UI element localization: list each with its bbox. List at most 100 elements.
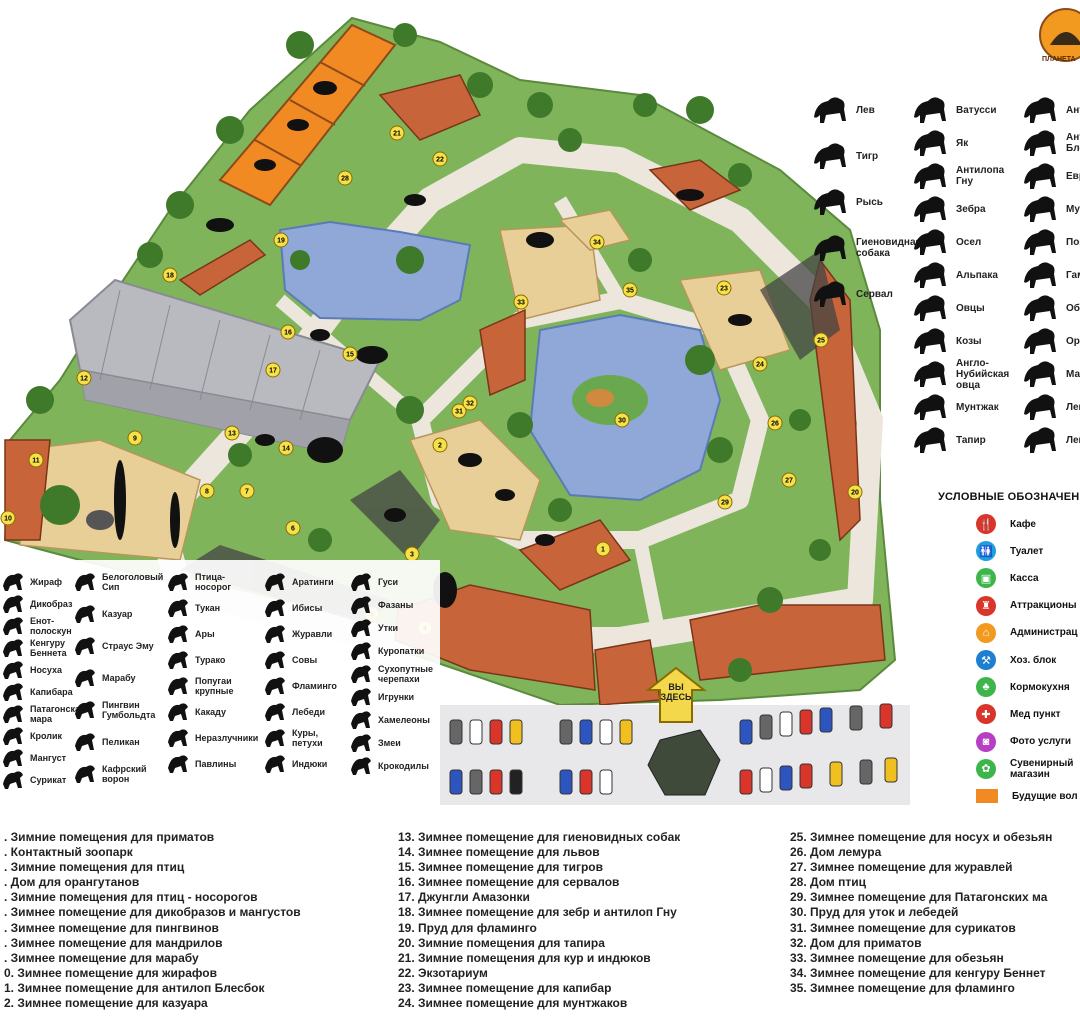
- enclosure-number-text: 25: [817, 338, 825, 345]
- symbol-legend-item: 🚻Туалет: [976, 537, 1080, 565]
- enclosure-list-item: 2. Зимнее помещение для казуара: [4, 996, 208, 1011]
- animal-legend-item: Пони: [1020, 220, 1080, 264]
- owl-icon: [262, 646, 292, 674]
- animal-legend-item: Альпака: [910, 253, 1012, 297]
- symbol-label: Хоз. блок: [1010, 654, 1057, 666]
- animal-legend-label: Пони: [1066, 236, 1080, 248]
- enclosure-number-text: 34: [593, 240, 601, 247]
- enclosure-list-item: 28. Дом птиц: [790, 875, 866, 890]
- legend-item-label: Лебеди: [292, 707, 326, 717]
- legend-item: Пингвин Гумбольдта: [72, 696, 160, 724]
- animal-legend-item: Лему: [1020, 385, 1080, 429]
- legend-item: Марабу: [72, 664, 160, 692]
- enclosure-number-badge: [614, 412, 630, 428]
- kangaroo-area: [558, 209, 632, 251]
- enclosure-number-text: 2: [438, 443, 442, 450]
- enclosure-list-col-1: . Зимние помещения для приматов. Контакт…: [4, 830, 301, 1011]
- rhino-bird-icon: [165, 568, 195, 596]
- legend-item-label: Кенгуру Беннета: [30, 638, 67, 658]
- capybara-icon: [0, 678, 30, 706]
- legend-item: Совы: [262, 646, 350, 674]
- legend-item: Фламинго: [262, 672, 350, 700]
- enclosure-list-item: 30. Пруд для уток и лебедей: [790, 905, 959, 920]
- legend-item-label: Ары: [195, 629, 215, 639]
- symbol-icon: ✿: [976, 758, 996, 779]
- symbol-legend-item: ◙Фото услуги: [976, 728, 1080, 756]
- symbol-legend-item: ♣Кормокухня: [976, 673, 1080, 701]
- alpaca-icon: [910, 256, 956, 295]
- legend-item: Тукан: [165, 594, 253, 622]
- meerkat-icon: [0, 766, 30, 794]
- enclosure-number-text: 10: [4, 516, 12, 523]
- legend-item-label: Пингвин Гумбольдта: [102, 700, 156, 720]
- marmoset-icon: [348, 683, 378, 711]
- animal-legend-label: Альпака: [956, 269, 998, 281]
- enclosure-number-text: 20: [851, 490, 859, 497]
- legend-item-label: Павлины: [195, 759, 237, 769]
- animal-legend-item: Тапир: [910, 418, 1012, 462]
- blesbok-icon: [1020, 124, 1066, 163]
- zoo-map-illustration: 1234567891011121314151617181920212223242…: [0, 16, 910, 805]
- animal-legend-label: Муф: [1066, 203, 1080, 215]
- animal-legend-label: Тигр: [856, 150, 879, 162]
- enclosure-number-text: 23: [720, 286, 728, 293]
- enclosure-number-badge: [432, 151, 448, 167]
- legend-item-label: Мангуст: [30, 753, 66, 763]
- enclosure-number-text: 31: [455, 409, 463, 416]
- symbol-legend-item: ⌂Администрац: [976, 619, 1080, 647]
- giraffe-icon: [0, 568, 30, 596]
- legend-item: Капибара: [0, 678, 88, 706]
- zoo-logo: [1039, 8, 1080, 62]
- lovebird-icon: [165, 724, 195, 752]
- symbol-icon: 🚻: [976, 541, 996, 562]
- animal-legend-item: Козы: [910, 319, 1012, 363]
- animal-legend-item: Сервал: [810, 272, 912, 316]
- legend-item-label: Жираф: [30, 577, 63, 587]
- legend-item: Птица-носорог: [165, 568, 253, 596]
- conure-icon: [262, 568, 292, 596]
- legend-item: Страус Эму: [72, 632, 160, 660]
- lemur-icon: [1020, 388, 1066, 427]
- legend-item-label: Турако: [195, 655, 226, 665]
- symbol-icon: ✚: [976, 704, 996, 725]
- animal-legend-label: Лему: [1066, 434, 1080, 446]
- legend-item-label: Сурикат: [30, 775, 67, 785]
- lion-icon: [810, 91, 856, 130]
- legend-item: Сурикат: [0, 766, 88, 794]
- enclosure-number-badge: [622, 282, 638, 298]
- animal-legend-label: Гама: [1066, 269, 1080, 281]
- porcupine-icon: [0, 590, 30, 618]
- legend-item: Крокодилы: [348, 752, 436, 780]
- legend-item-label: Совы: [292, 655, 318, 665]
- symbol-icon: ⌂: [976, 622, 996, 643]
- animal-legend-label: Ватусси: [956, 104, 997, 116]
- legend-item-label: Фазаны: [378, 600, 414, 610]
- tortoise-icon: [348, 660, 378, 688]
- animal-legend-label: Антилопа Гну: [956, 165, 1005, 187]
- amazon-jungle-greenhouse: [68, 278, 382, 422]
- tapir-icon: [910, 421, 956, 460]
- enclosure-number-badge: [199, 483, 215, 499]
- symbol-label: Мед пункт: [1010, 708, 1061, 720]
- legend-item-label: Ибисы: [292, 603, 323, 613]
- rabbit-icon: [0, 722, 30, 750]
- peacock-icon: [165, 750, 195, 778]
- symbol-label: Кормокухня: [1010, 681, 1070, 693]
- legend-item: Неразлучники: [165, 724, 258, 752]
- enclosure-number-text: 28: [341, 176, 349, 183]
- enclosure-list-item: 14. Зимнее помещение для львов: [398, 845, 600, 860]
- legend-item: Белоголовый Сип: [72, 568, 163, 596]
- enclosure-number-text: 22: [436, 157, 444, 164]
- enclosure-number-badge: [462, 395, 478, 411]
- animal-legend-item: Гама: [1020, 253, 1080, 297]
- legend-item: Хамелеоны: [348, 706, 436, 734]
- enclosure-number-text: 27: [785, 478, 793, 485]
- enclosure-list-item: 0. Зимнее помещение для жирафов: [4, 965, 217, 980]
- you-are-here-label: ВЫ ЗДЕСЬ: [660, 682, 692, 702]
- enclosure-number-badge: [432, 437, 448, 453]
- sheep-icon: [910, 289, 956, 328]
- symbol-icon: ♜: [976, 595, 996, 616]
- parking-lot: [440, 703, 910, 805]
- enclosure-list-item: . Контактный зоопарк: [4, 845, 133, 860]
- symbol-legend-item: Будущие вол: [976, 782, 1080, 810]
